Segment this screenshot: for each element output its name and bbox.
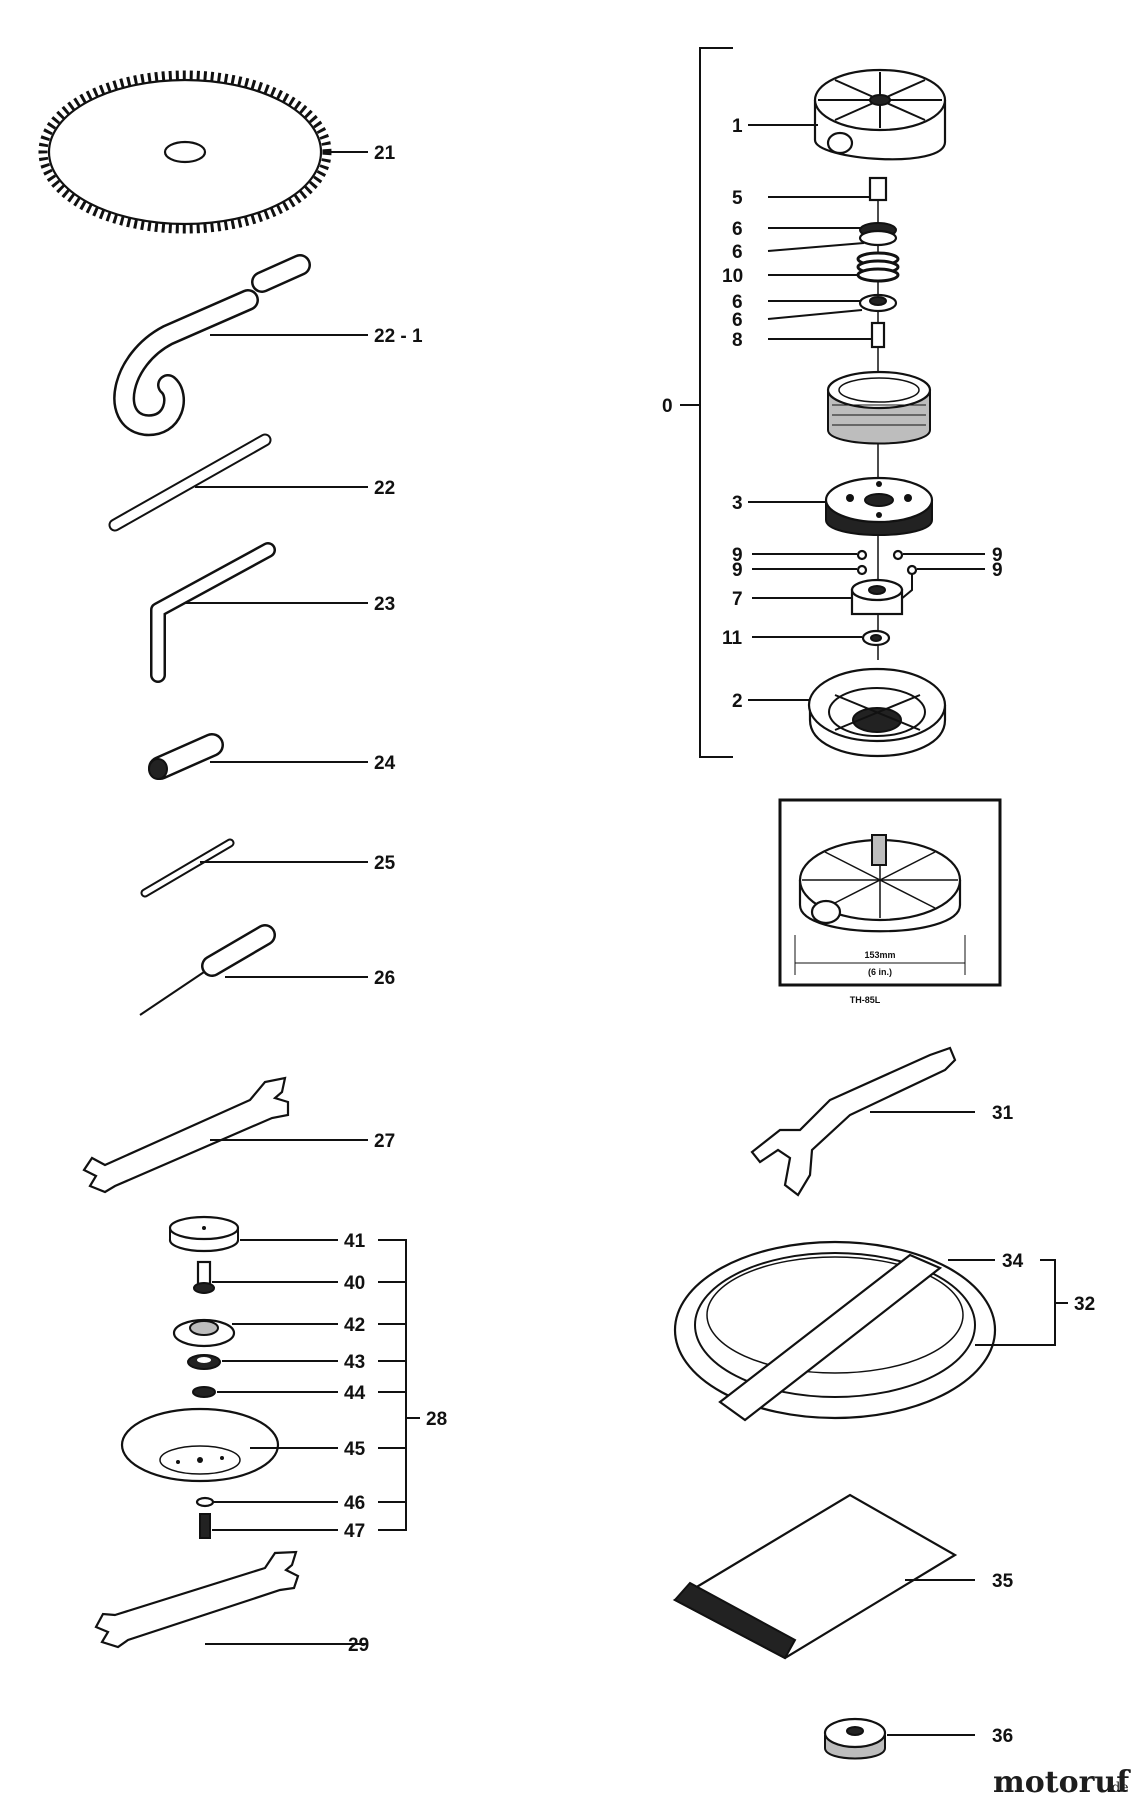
- label-42: 42: [344, 1315, 365, 1336]
- label-29: 29: [348, 1635, 369, 1656]
- part-25-pin: 25: [140, 838, 396, 898]
- label-32: 32: [1074, 1294, 1095, 1315]
- part-46-washer: 46: [195, 1493, 365, 1514]
- label-21: 21: [374, 143, 396, 164]
- part-6-bushing-lower: 6 6: [732, 292, 898, 331]
- label-36: 36: [992, 1726, 1013, 1747]
- label-23: 23: [374, 594, 395, 615]
- part-35-manual: 35: [672, 1493, 1014, 1660]
- bracket-0: 0: [662, 47, 733, 758]
- part-3-hub: 3: [732, 476, 934, 536]
- label-25: 25: [374, 853, 396, 874]
- part-21-saw-blade: 21: [38, 70, 396, 234]
- label-6c: 6: [732, 292, 743, 313]
- label-8: 8: [732, 330, 743, 351]
- label-26: 26: [374, 968, 395, 989]
- inset-model: TH-85L: [850, 995, 881, 1005]
- part-1-head-cover: 1: [732, 68, 947, 161]
- label-31: 31: [992, 1103, 1014, 1124]
- label-6b: 6: [732, 242, 743, 263]
- label-7: 7: [732, 589, 743, 610]
- part-31-spanner: 31: [750, 1046, 1014, 1197]
- label-6a: 6: [732, 219, 743, 240]
- label-47: 47: [344, 1521, 365, 1542]
- watermark-brand: motoruf: [993, 1765, 1131, 1800]
- inset-dimension: 153mm: [864, 950, 895, 960]
- part-23-hex-key: 23: [150, 542, 395, 683]
- label-35: 35: [992, 1571, 1014, 1592]
- label-9b: 9: [732, 560, 743, 581]
- label-6d: 6: [732, 310, 743, 331]
- label-2: 2: [732, 691, 743, 712]
- part-8-pin: 8: [732, 321, 886, 351]
- label-10: 10: [722, 266, 743, 287]
- label-11: 11: [722, 628, 743, 649]
- part-27-wrench: 27: [82, 1076, 395, 1194]
- label-34: 34: [1002, 1251, 1024, 1272]
- part-22-rod: 22: [108, 433, 395, 532]
- part-34-strap: 34: [718, 1251, 1024, 1422]
- part-26-screwdriver: 26: [139, 924, 395, 1016]
- label-41: 41: [344, 1231, 366, 1252]
- label-9d: 9: [992, 560, 1003, 581]
- label-1: 1: [732, 116, 743, 137]
- label-28: 28: [426, 1409, 447, 1430]
- part-29-wrench: 29: [94, 1550, 369, 1656]
- part-45-disc: 45: [120, 1407, 366, 1483]
- part-36-cap: 36: [823, 1717, 1013, 1760]
- part-5-bolt: 5: [732, 176, 888, 209]
- label-24: 24: [374, 753, 396, 774]
- label-45: 45: [344, 1439, 366, 1460]
- part-7-cam: 7: [732, 578, 904, 616]
- bracket-32: 32: [1040, 1259, 1095, 1346]
- label-0: 0: [662, 396, 673, 417]
- label-44: 44: [344, 1383, 366, 1404]
- part-line-spool: [826, 370, 932, 445]
- part-6-bushing-upper: 6 6: [732, 219, 898, 263]
- part-44-washer: 44: [192, 1383, 366, 1404]
- part-22-1-hook-pipe: 22 - 1: [113, 254, 423, 437]
- part-24-socket: 24: [148, 733, 396, 780]
- part-10-spring: 10: [722, 251, 900, 287]
- watermark-tld: .de: [1107, 1780, 1129, 1796]
- label-9a: 9: [732, 545, 743, 566]
- label-40: 40: [344, 1273, 365, 1294]
- label-46: 46: [344, 1493, 365, 1514]
- part-11-washer: 11: [722, 628, 891, 649]
- inset-dimension-imperial: (6 in.): [868, 967, 892, 977]
- part-40-bolt: 40: [193, 1260, 365, 1294]
- part-41-cap: 41: [168, 1215, 366, 1253]
- label-3: 3: [732, 493, 743, 514]
- bracket-28: 28: [378, 1239, 447, 1531]
- part-43-bearing: 43: [187, 1352, 365, 1373]
- label-9c: 9: [992, 545, 1003, 566]
- label-43: 43: [344, 1352, 365, 1373]
- label-22-1: 22 - 1: [374, 326, 423, 347]
- inset-assembled-head: 153mm (6 in.) TH-85L: [778, 798, 1002, 1005]
- watermark-logo: motoruf .de: [993, 1765, 1131, 1800]
- part-42-holder: 42: [172, 1315, 365, 1348]
- part-47-screw: 47: [199, 1513, 365, 1542]
- label-27: 27: [374, 1131, 395, 1152]
- label-5: 5: [732, 188, 743, 209]
- part-9-balls: 9 9 9 9: [732, 545, 1003, 601]
- part-2-base: 2: [732, 667, 947, 758]
- label-22: 22: [374, 478, 395, 499]
